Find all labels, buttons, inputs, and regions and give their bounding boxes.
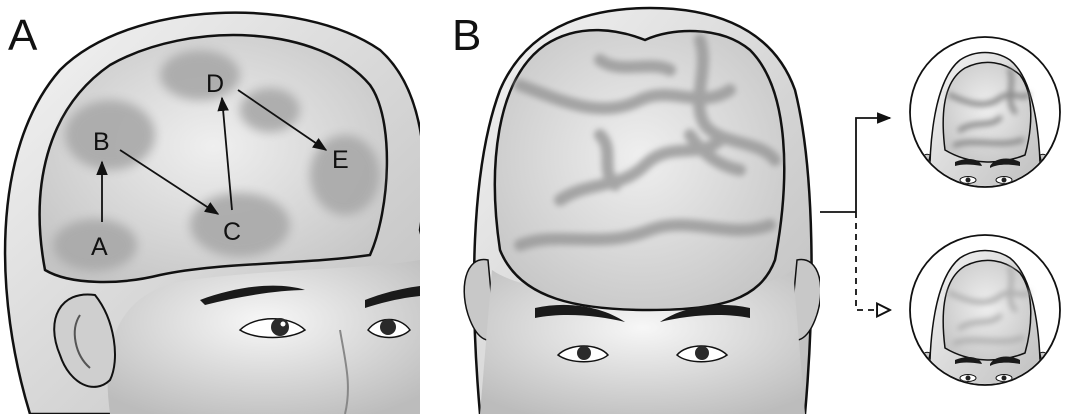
panel-b bbox=[464, 8, 821, 414]
branch-dashed bbox=[856, 212, 890, 310]
node-label-b: B bbox=[93, 128, 110, 156]
node-label-d: D bbox=[206, 70, 224, 98]
node-label-e: E bbox=[332, 146, 349, 174]
outcome-circle-2 bbox=[910, 235, 1060, 398]
panel-label-b: B bbox=[452, 11, 481, 60]
node-label-a: A bbox=[91, 233, 108, 261]
outcome-circle-1 bbox=[910, 37, 1060, 200]
branch-solid bbox=[856, 118, 890, 212]
branch-connector bbox=[820, 118, 890, 310]
node-label-c: C bbox=[223, 218, 241, 246]
panel-label-a: A bbox=[8, 11, 38, 60]
